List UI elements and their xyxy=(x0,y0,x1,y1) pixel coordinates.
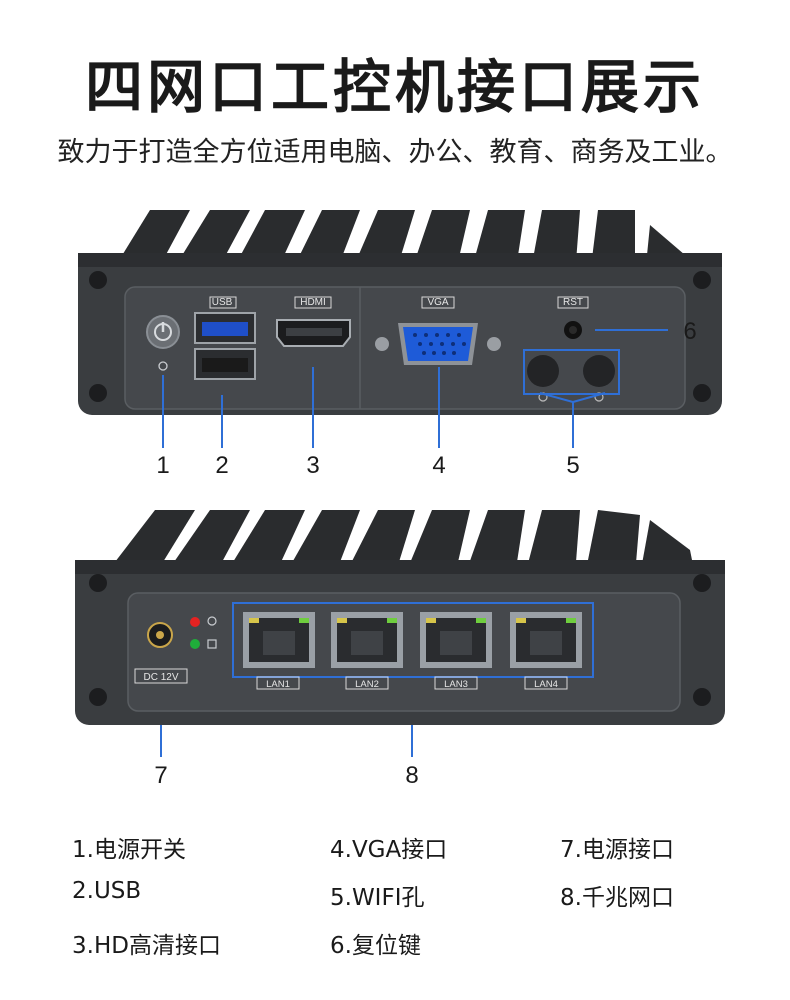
io-panel-back xyxy=(127,592,681,712)
lan1-label: LAN1 xyxy=(266,679,290,690)
screw xyxy=(89,574,107,592)
usb-port-2[interactable] xyxy=(194,348,256,380)
lan-port-1[interactable] xyxy=(243,612,315,668)
screw xyxy=(693,384,711,402)
wifi-antenna-hole-right xyxy=(583,355,615,387)
legend-item-wifi: 5.WIFI孔 xyxy=(330,885,425,911)
legend-item-hdmi: 3.HD高清接口 xyxy=(72,933,221,959)
lan-port-2[interactable] xyxy=(331,612,403,668)
lan4-label: LAN4 xyxy=(534,679,558,690)
device-front-view: USB HDMI VGA RST xyxy=(78,210,722,415)
callout-1: 1 xyxy=(156,452,170,479)
screw xyxy=(89,384,107,402)
status-led-green xyxy=(190,639,200,649)
device-back-view: DC 12V LAN1 LAN2 LAN3 LAN4 xyxy=(75,510,725,725)
callout-2: 2 xyxy=(215,452,229,479)
vga-label: VGA xyxy=(427,297,448,308)
legend-item-power-switch: 1.电源开关 xyxy=(72,837,186,863)
lan2-label: LAN2 xyxy=(355,679,379,690)
screw xyxy=(693,574,711,592)
hdmi-port[interactable] xyxy=(276,319,351,347)
usb-port-3[interactable] xyxy=(194,312,256,344)
lan-highlight-box xyxy=(232,602,594,678)
callout-8: 8 xyxy=(405,762,419,789)
power-icon xyxy=(158,361,168,371)
lan-port-3[interactable] xyxy=(420,612,492,668)
callout-5: 5 xyxy=(566,452,580,479)
legend-item-reset: 6.复位键 xyxy=(330,933,421,959)
dc-label: DC 12V xyxy=(143,672,178,683)
legend-item-lan: 8.千兆网口 xyxy=(560,885,674,911)
legend-item-dc-power: 7.电源接口 xyxy=(560,837,674,863)
usb-label: USB xyxy=(212,297,233,308)
page-subtitle: 致力于打造全方位适用电脑、办公、教育、商务及工业。 xyxy=(57,137,733,168)
power-led-red xyxy=(190,617,200,627)
screw xyxy=(693,271,711,289)
vga-port[interactable] xyxy=(375,323,501,365)
bulb-icon xyxy=(207,616,217,626)
screw xyxy=(89,688,107,706)
disk-icon xyxy=(207,639,217,649)
callout-3: 3 xyxy=(306,452,320,479)
screw xyxy=(89,271,107,289)
screw xyxy=(693,688,711,706)
lan-port-4[interactable] xyxy=(510,612,582,668)
callout-4: 4 xyxy=(432,452,446,479)
wifi-highlight-box xyxy=(523,349,620,395)
reset-button[interactable] xyxy=(564,321,582,339)
callout-6: 6 xyxy=(683,318,697,345)
page-title: 四网口工控机接口展示 xyxy=(84,53,705,121)
hdmi-label: HDMI xyxy=(300,297,326,308)
rst-label: RST xyxy=(563,297,583,308)
power-button[interactable] xyxy=(146,315,180,349)
legend-item-vga: 4.VGA接口 xyxy=(330,837,448,863)
dc-power-jack[interactable] xyxy=(147,622,173,648)
wifi-antenna-hole-left xyxy=(527,355,559,387)
lan3-label: LAN3 xyxy=(444,679,468,690)
legend-item-usb: 2.USB xyxy=(72,878,142,904)
callout-7: 7 xyxy=(154,762,168,789)
interface-legend: 1.电源开关 2.USB 3.HD高清接口 4.VGA接口 5.WIFI孔 6.… xyxy=(0,820,790,980)
